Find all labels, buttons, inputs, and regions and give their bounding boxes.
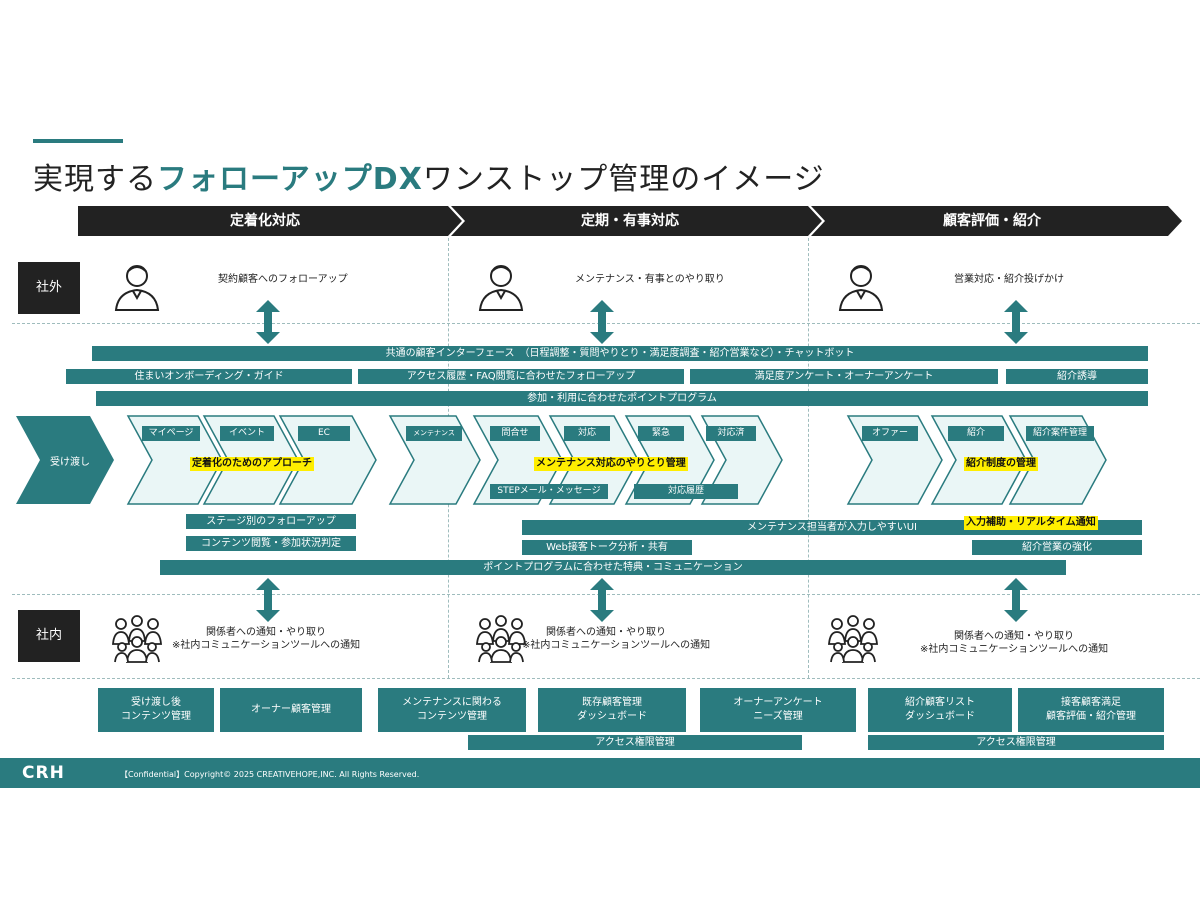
staff-group-icon xyxy=(828,615,878,663)
internal-notice-3-line1: 関係者への通知・やり取り xyxy=(954,631,1074,642)
internal-notice-1-line2: ※社内コミュニケーションツールへの通知 xyxy=(172,640,361,651)
staff-group-icon xyxy=(112,615,162,663)
internal-label: 社内 xyxy=(18,610,80,662)
footer-bar xyxy=(0,758,1200,788)
step-mypage: マイページ xyxy=(142,426,200,441)
external-task-1: 契約顧客へのフォローアップ xyxy=(218,274,348,285)
phase-arrow-1 xyxy=(78,206,462,236)
copyright-text: 【Confidential】Copyright© 2025 CREATIVEHO… xyxy=(120,770,420,779)
staff-group-icon xyxy=(476,615,526,663)
step-referral: 紹介 xyxy=(948,426,1004,441)
step-maintenance: メンテナンス xyxy=(406,426,462,441)
step-resolved: 対応済 xyxy=(706,426,756,441)
bidirectional-arrow-icon xyxy=(256,300,280,344)
history-bar: 対応履歴 xyxy=(634,484,738,499)
internal-notice-3-line2: ※社内コミュニケーションツールへの通知 xyxy=(920,644,1109,655)
web-talk-bar: Web接客トーク分析・共有 xyxy=(522,540,692,555)
step-event: イベント xyxy=(220,426,274,441)
external-task-2: メンテナンス・有事とのやり取り xyxy=(575,274,725,285)
content-status-bar: コンテンツ閲覧・参加状況判定 xyxy=(186,536,356,551)
phase-divider-2 xyxy=(808,238,809,678)
step-response: 対応 xyxy=(564,426,610,441)
title-accent-line xyxy=(33,139,123,143)
internal-notice-1-line1: 関係者への通知・やり取り xyxy=(206,627,326,638)
customer-person-icon xyxy=(838,265,884,311)
phase-arrow-3 xyxy=(811,206,1182,236)
internal-notice-2-line1: 関係者への通知・やり取り xyxy=(546,627,666,638)
referral-sales-bar: 紹介営業の強化 xyxy=(972,540,1142,555)
system-box-6: 紹介顧客リストダッシュボード xyxy=(868,688,1012,732)
step-emergency: 緊急 xyxy=(638,426,684,441)
system-box-2: オーナー顧客管理 xyxy=(220,688,362,732)
page-title: 実現するフォローアップDXワンストップ管理のイメージ xyxy=(33,162,825,197)
system-box-3: メンテナンスに関わるコンテンツ管理 xyxy=(378,688,526,732)
phase-label-3: 顧客評価・紹介 xyxy=(943,213,1041,229)
phase-label-2: 定期・有事対応 xyxy=(581,213,679,229)
customer-person-icon xyxy=(478,265,524,311)
access-history-bar: アクセス履歴・FAQ閲覧に合わせたフォローアップ xyxy=(358,369,684,384)
phase-arrow-2 xyxy=(451,206,822,236)
external-label: 社外 xyxy=(18,262,80,314)
input-assist-highlight: 入力補助・リアルタイム通知 xyxy=(964,516,1098,530)
handover-chevron xyxy=(16,416,114,504)
bidirectional-arrow-icon xyxy=(590,578,614,622)
system-box-1: 受け渡し後コンテンツ管理 xyxy=(98,688,214,732)
system-box-5: オーナーアンケートニーズ管理 xyxy=(700,688,856,732)
survey-bar: 満足度アンケート・オーナーアンケート xyxy=(690,369,998,384)
company-logo: CRH xyxy=(22,763,65,783)
step-offer: オファー xyxy=(862,426,918,441)
handover-label: 受け渡し xyxy=(50,457,90,468)
stage1-highlight: 定着化のためのアプローチ xyxy=(190,457,314,471)
stage2-highlight: メンテナンス対応のやりとり管理 xyxy=(534,457,688,471)
system-box-7: 接客顧客満足顧客評価・紹介管理 xyxy=(1018,688,1164,732)
customer-person-icon xyxy=(114,265,160,311)
onboarding-bar: 住まいオンボーディング・ガイド xyxy=(66,369,352,384)
phase-label-1: 定着化対応 xyxy=(230,213,300,229)
bidirectional-arrow-icon xyxy=(1004,300,1028,344)
internal-divider-bottom xyxy=(12,678,1200,679)
system-box-4: 既存顧客管理ダッシュボード xyxy=(538,688,686,732)
bidirectional-arrow-icon xyxy=(590,300,614,344)
referral-lead-bar: 紹介誘導 xyxy=(1006,369,1148,384)
step-inquiry: 問合せ xyxy=(490,426,540,441)
step-ec: EC xyxy=(298,426,350,441)
phase-arrow-bar xyxy=(78,206,1182,236)
access-control-bar-2: アクセス権限管理 xyxy=(868,735,1164,750)
bidirectional-arrow-icon xyxy=(1004,578,1028,622)
internal-notice-2-line2: ※社内コミュニケーションツールへの通知 xyxy=(522,640,711,651)
benefits-bar: ポイントプログラムに合わせた特典・コミュニケーション xyxy=(160,560,1066,575)
external-task-3: 営業対応・紹介投げかけ xyxy=(954,274,1064,285)
step-referral-case: 紹介案件管理 xyxy=(1026,426,1094,441)
step-mail-bar: STEPメール・メッセージ xyxy=(490,484,608,499)
stage-followup-bar: ステージ別のフォローアップ xyxy=(186,514,356,529)
stage3-highlight: 紹介制度の管理 xyxy=(964,457,1038,471)
bidirectional-arrow-icon xyxy=(256,578,280,622)
access-control-bar-1: アクセス権限管理 xyxy=(468,735,802,750)
customer-interface-bar: 共通の顧客インターフェース （日程調整・質問やりとり・満足度調査・紹介営業など）… xyxy=(92,346,1148,361)
points-program-bar: 参加・利用に合わせたポイントプログラム xyxy=(96,391,1148,406)
